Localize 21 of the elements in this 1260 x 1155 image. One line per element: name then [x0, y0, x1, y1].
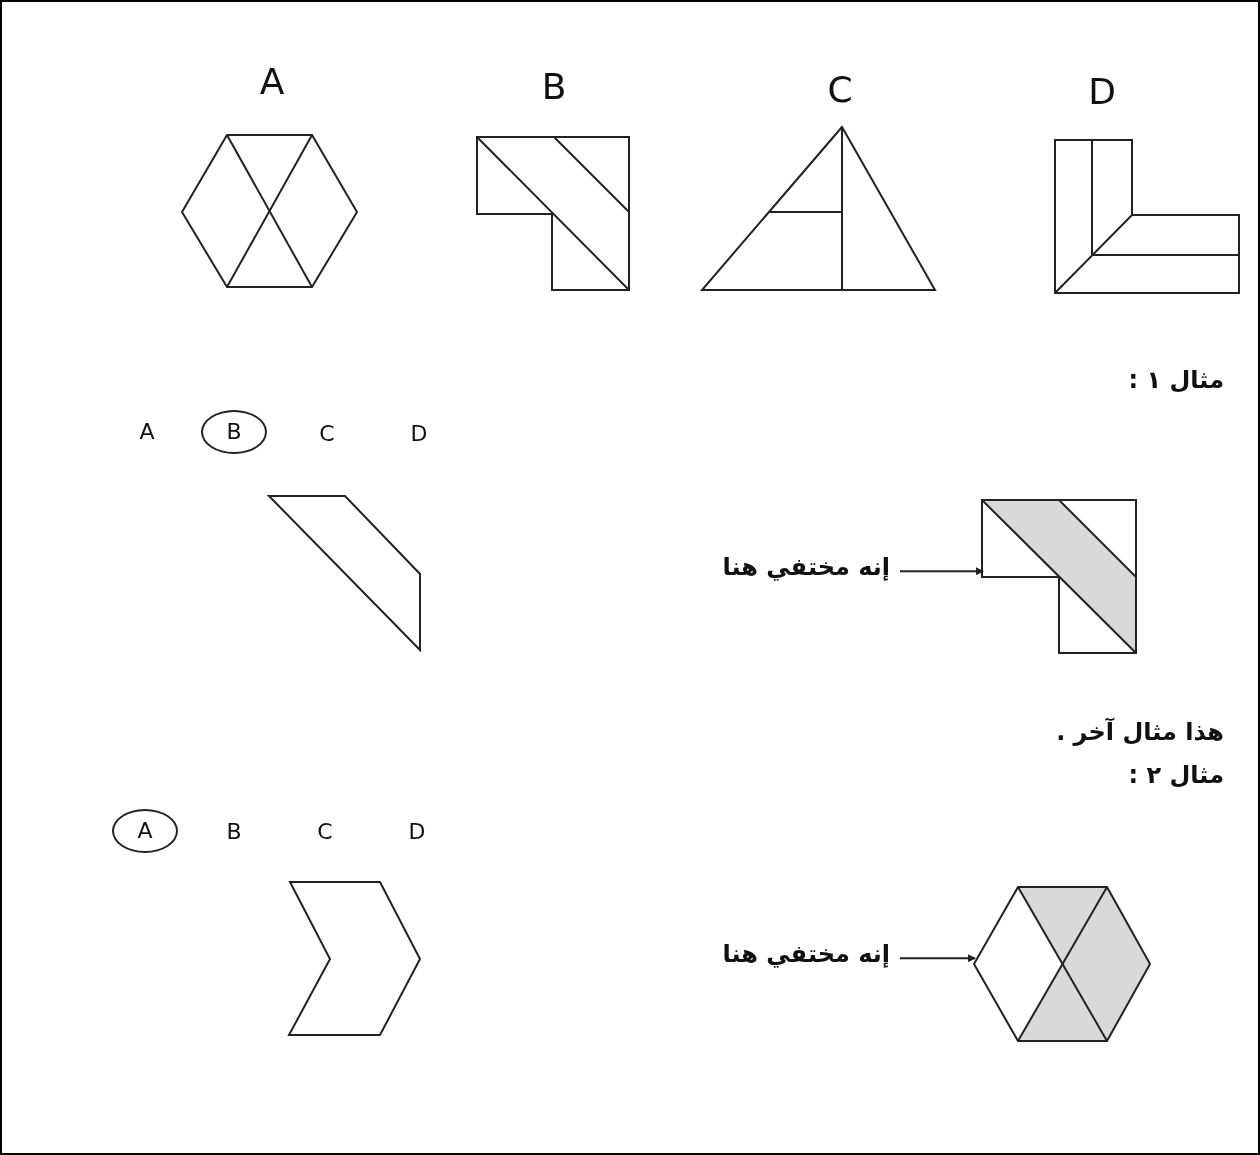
circled-answer: B — [201, 410, 267, 454]
arrow — [899, 954, 976, 963]
shaded-square-drawing — [981, 499, 1137, 654]
option-letter: C — [827, 70, 853, 110]
option-letter: B — [541, 67, 567, 107]
answer-letter: D — [410, 421, 428, 447]
answer-letter: B — [226, 819, 242, 845]
answer-letter: D — [408, 819, 426, 845]
example-heading: مثال ١ : — [1128, 366, 1224, 394]
note-text: هذا مثال آخر . — [1056, 718, 1224, 746]
answer-letter: C — [317, 819, 333, 845]
option-letter: A — [259, 62, 285, 102]
hint-text: إنه مختفي هنا — [722, 554, 890, 581]
answer-letter: A — [139, 419, 155, 445]
arrow — [899, 567, 984, 576]
shaded-hexagon-drawing — [972, 886, 1152, 1042]
hint-text: إنه مختفي هنا — [722, 941, 890, 968]
option-letter: D — [1088, 72, 1116, 112]
answer-letter: C — [319, 421, 335, 447]
example-heading: مثال ٢ : — [1128, 761, 1224, 789]
circled-answer: A — [112, 809, 178, 853]
